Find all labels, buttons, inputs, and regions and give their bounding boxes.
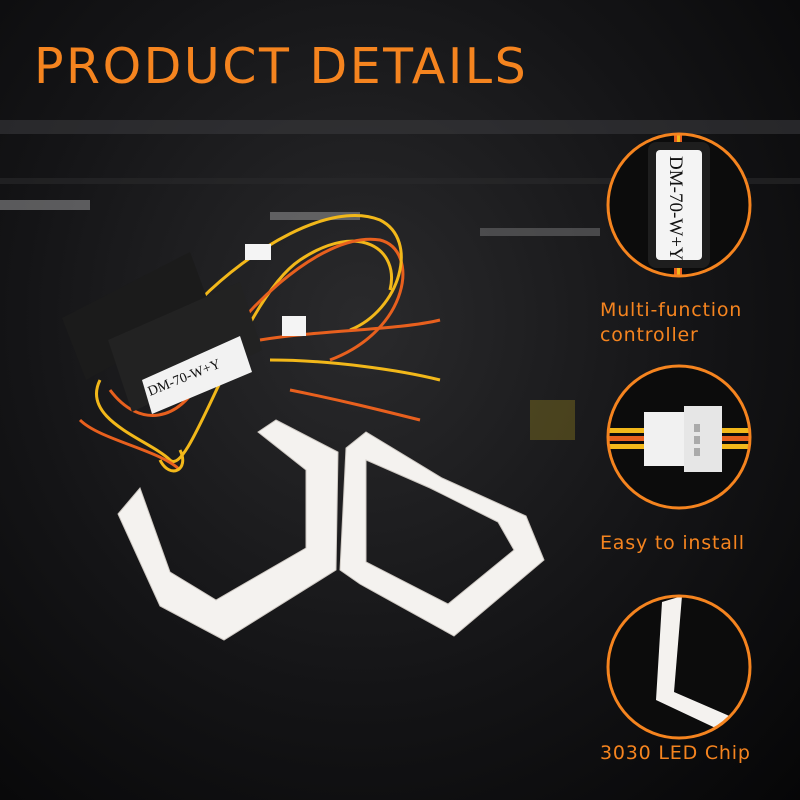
- feature-label-line: controller: [600, 324, 699, 346]
- page-title: PRODUCT DETAILS: [34, 38, 529, 95]
- led-chip-icon: [606, 594, 752, 740]
- hexagon-led-strip: [117, 419, 545, 641]
- controller-icon: DM-70-W+Y: [606, 132, 752, 278]
- background-garage: [0, 120, 800, 440]
- feature-label-led-chip: 3030 LED Chip: [600, 742, 751, 764]
- feature-label-install: Easy to install: [600, 532, 745, 554]
- feature-label-line: Multi-function: [600, 299, 743, 321]
- connector-plug: [245, 244, 271, 260]
- connector-plug: [282, 316, 306, 336]
- connector-icon: [606, 364, 752, 510]
- feature-label-controller: Multi-function controller: [600, 298, 742, 348]
- svg-text:DM-70-W+Y: DM-70-W+Y: [665, 156, 686, 261]
- controller-box: DM-70-W+Y: [62, 252, 262, 414]
